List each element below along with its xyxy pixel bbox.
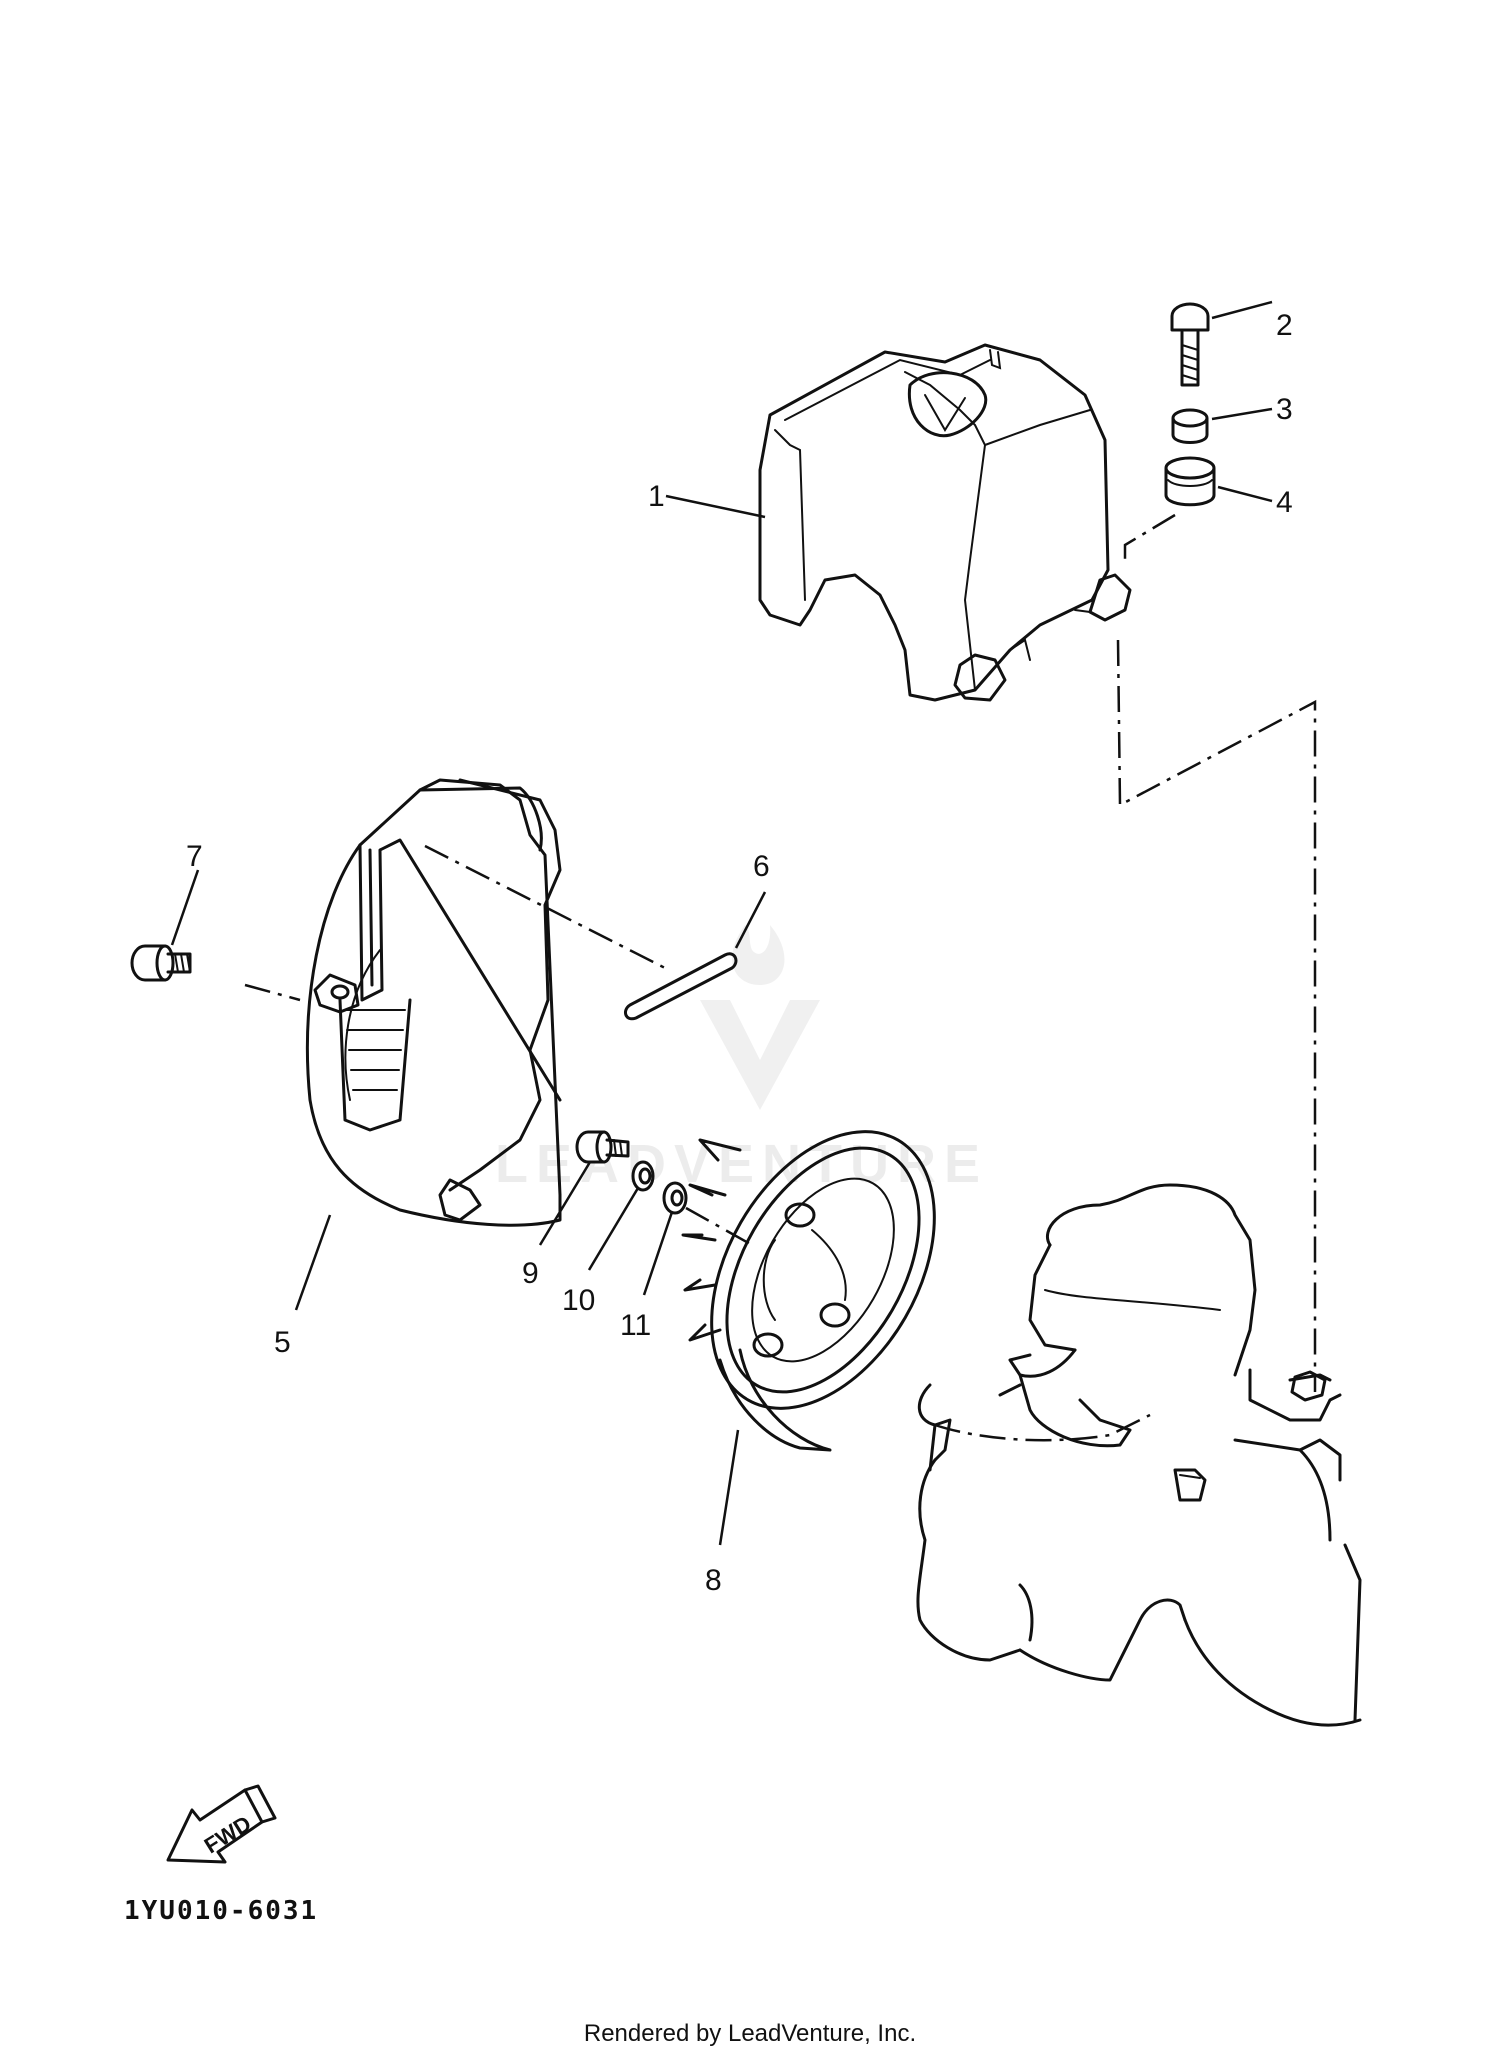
callout-1: 1 — [648, 480, 665, 513]
watermark-logo-icon — [700, 1000, 820, 1110]
fwd-marker: FWD — [166, 1784, 277, 1864]
part-2-bolt — [1170, 302, 1210, 387]
part-9-bolt — [575, 1130, 630, 1164]
engine-block — [916, 1183, 1362, 1727]
callout-9: 9 — [522, 1257, 539, 1290]
callout-3: 3 — [1276, 393, 1293, 426]
footer-text: Rendered by LeadVenture, Inc. — [583, 2020, 917, 2047]
part-5-fan-housing — [305, 778, 562, 1227]
fwd-arrow-icon — [166, 1784, 277, 1864]
part-4-grommet — [1164, 456, 1216, 507]
callout-6: 6 — [753, 850, 770, 883]
part-6-pin — [624, 952, 738, 1021]
part-3-collar — [1171, 408, 1209, 444]
callout-2: 2 — [1276, 309, 1293, 342]
watermark-flame-icon — [732, 925, 785, 985]
callout-11: 11 — [620, 1309, 651, 1342]
part-11-washer — [662, 1181, 688, 1215]
assembly-lines — [244, 513, 1317, 1442]
part-7-bolt — [130, 944, 192, 982]
callout-10: 10 — [562, 1284, 595, 1317]
diagram-code: 1YU010-6031 — [124, 1896, 319, 1926]
part-8-flywheel-fan — [681, 1130, 936, 1452]
callout-8: 8 — [705, 1564, 722, 1597]
callout-7: 7 — [186, 840, 203, 873]
callout-numbers: 1 2 3 4 5 6 7 8 9 10 11 — [186, 309, 1293, 1597]
callout-4: 4 — [1276, 486, 1293, 519]
part-10-washer — [631, 1160, 655, 1192]
part-1-shroud — [758, 343, 1132, 702]
callout-leaders — [170, 300, 1273, 1546]
callout-5: 5 — [274, 1326, 291, 1359]
